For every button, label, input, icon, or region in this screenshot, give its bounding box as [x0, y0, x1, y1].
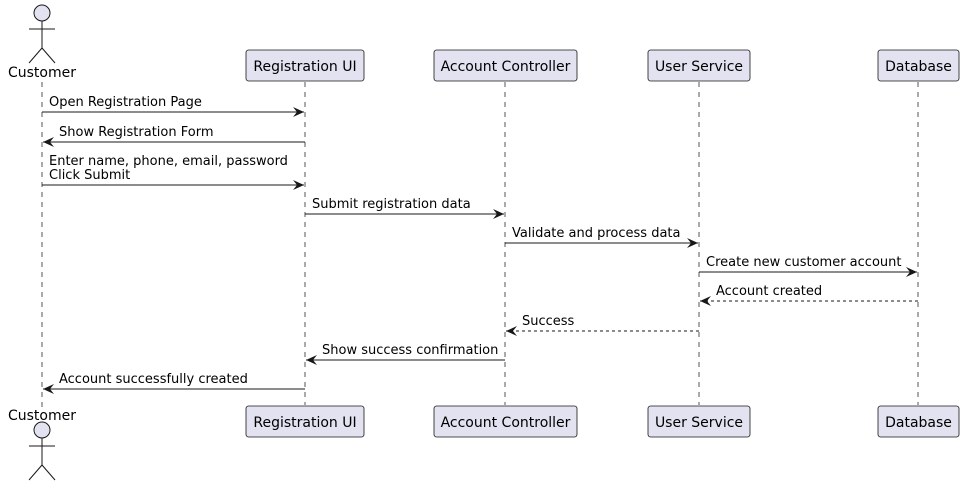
message-6: Create new customer account — [699, 255, 917, 277]
message-label: Account successfully created — [59, 372, 248, 387]
actor-label-bottom: Customer — [8, 408, 76, 424]
actor-head — [33, 4, 51, 22]
actor-left-leg — [28, 47, 43, 64]
participant-box — [245, 49, 365, 82]
message-label: Open Registration Page — [49, 95, 202, 110]
participant-label: User Service — [655, 59, 743, 75]
actor-left-leg — [28, 464, 43, 481]
message-label: Validate and process data — [512, 226, 680, 241]
message-label: Enter name, phone, email, password — [49, 154, 288, 169]
actor-right-leg — [41, 464, 56, 481]
participant-box — [433, 49, 578, 82]
message-label: Create new customer account — [706, 255, 901, 270]
participant-box — [647, 405, 751, 438]
participant-label: Registration UI — [253, 59, 356, 75]
participant-label: Database — [885, 415, 952, 431]
participant-box — [877, 405, 960, 438]
message-5: Validate and process data — [505, 226, 698, 248]
message-label: Show Registration Form — [59, 125, 213, 140]
actor-figure-top — [28, 4, 56, 64]
participant-label: User Service — [655, 415, 743, 431]
participant-label: Account Controller — [441, 59, 571, 75]
message-9: Show success confirmation — [306, 343, 505, 365]
message-label: Submit registration data — [312, 197, 471, 212]
participant-ui-bottom: Registration UI — [245, 405, 365, 438]
participant-box — [245, 405, 365, 438]
participant-label: Database — [885, 59, 952, 75]
message-label: Show success confirmation — [322, 343, 498, 358]
message-label: Account created — [716, 284, 822, 299]
participant-controller-top: Account Controller — [433, 49, 578, 82]
participant-box — [877, 49, 960, 82]
message-8: Success — [506, 314, 699, 336]
participant-box — [647, 49, 751, 82]
message-7: Account created — [700, 284, 918, 306]
participant-label: Registration UI — [253, 415, 356, 431]
participant-controller-bottom: Account Controller — [433, 405, 578, 438]
message-10: Account successfully created — [43, 372, 305, 394]
participant-service-top: User Service — [647, 49, 751, 82]
message-label: Success — [522, 314, 575, 329]
participant-db-top: Database — [877, 49, 960, 82]
message-4: Submit registration data — [305, 197, 504, 219]
message-label: Click Submit — [49, 168, 130, 183]
actor-right-leg — [41, 47, 56, 64]
participant-db-bottom: Database — [877, 405, 960, 438]
participant-service-bottom: User Service — [647, 405, 751, 438]
actor-figure-bottom — [28, 421, 56, 481]
message-2: Show Registration Form — [43, 125, 305, 147]
participant-box — [433, 405, 578, 438]
participant-ui-top: Registration UI — [245, 49, 365, 82]
actor-head — [33, 421, 51, 439]
participant-label: Account Controller — [441, 415, 571, 431]
actor-label-top: Customer — [8, 65, 76, 81]
message-1: Open Registration Page — [42, 95, 304, 117]
message-3: Enter name, phone, email, passwordClick … — [42, 154, 304, 190]
